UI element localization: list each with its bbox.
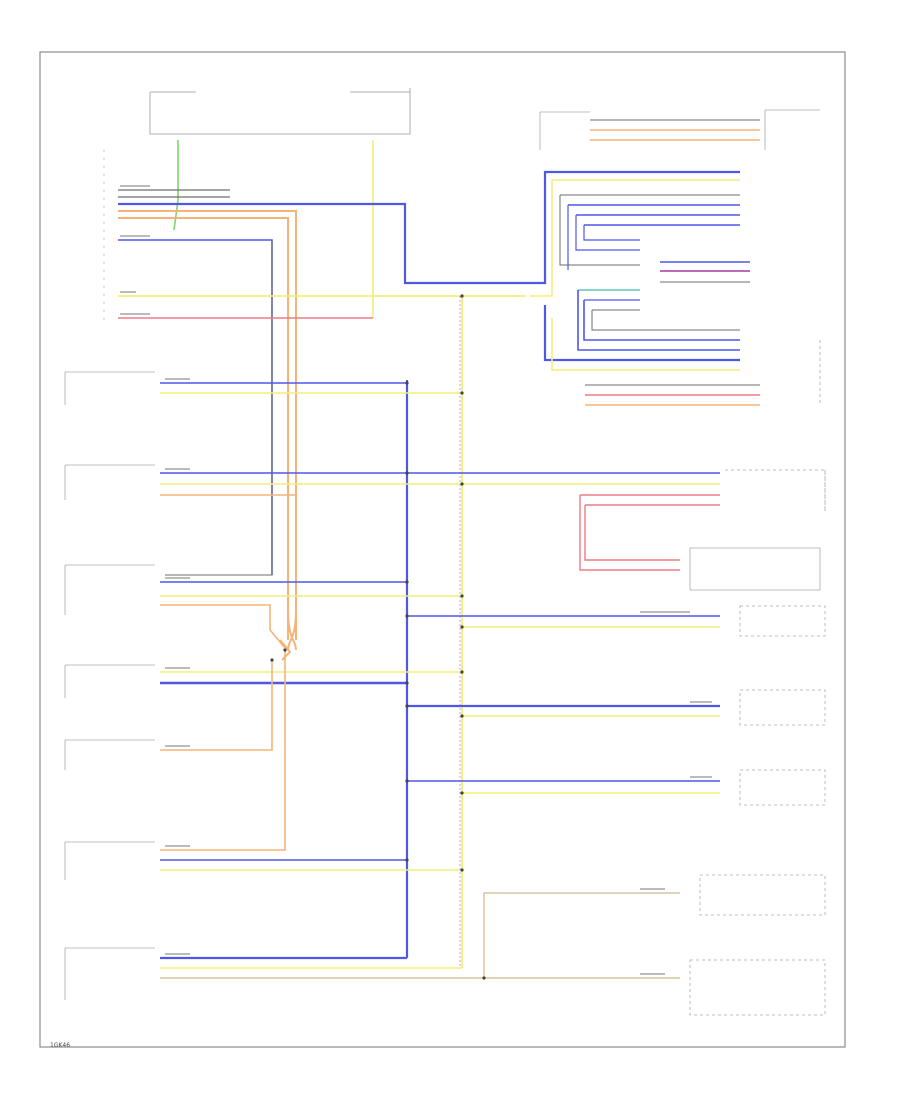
fuse-box-left	[149, 91, 265, 135]
diagram-footer-code: 1GK46	[50, 1042, 71, 1049]
junction-connector	[525, 170, 750, 371]
wire-blue-2	[118, 239, 273, 575]
wire-blue-top	[118, 202, 525, 285]
connector-right-modules	[407, 605, 826, 1016]
module-transmission-control	[64, 664, 155, 698]
module-engine-control	[64, 464, 155, 500]
diagram-frame	[39, 51, 846, 1048]
module-airbag-sensor	[64, 739, 155, 770]
fuse-box-right	[265, 88, 411, 135]
connector-gauge	[585, 340, 821, 406]
module-4wd-control	[64, 564, 155, 615]
module-body-control	[64, 947, 155, 1000]
connector-combination-switch	[579, 469, 826, 591]
wire-green	[173, 140, 179, 231]
connector-top-right	[539, 109, 820, 150]
junction-dots	[270, 294, 486, 980]
pin-labels	[120, 185, 712, 975]
wire-orange-2	[118, 217, 289, 640]
module-lh-rear-pressure	[64, 371, 155, 405]
wire-gray-long	[165, 240, 273, 576]
wire-orange-1	[118, 210, 297, 640]
module-hvac-control	[64, 841, 155, 880]
